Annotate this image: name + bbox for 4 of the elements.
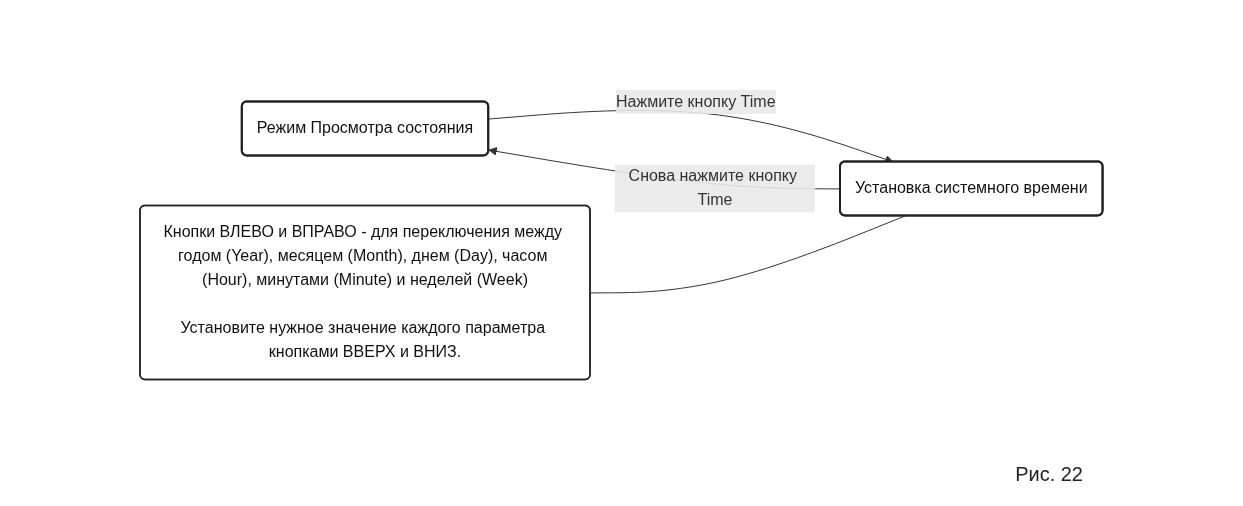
- edge-label: Снова нажмите кнопку Time: [628, 167, 798, 209]
- figure-caption: Рис. 22: [1015, 463, 1083, 486]
- edge-label: Нажмите кнопку Time: [616, 93, 776, 111]
- connector: [590, 215, 906, 294]
